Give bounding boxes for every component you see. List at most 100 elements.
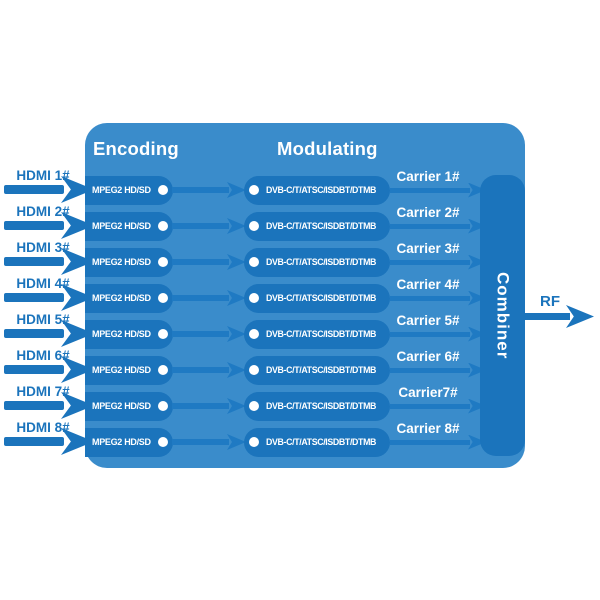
connection-dot-icon: [158, 437, 168, 447]
modulator-label: DVB-C/T/ATSC/ISDBT/DTMB: [266, 185, 377, 195]
encoder-label: MPEG2 HD/SD: [92, 437, 151, 447]
hdmi-input-arrow: [4, 221, 64, 230]
rf-output-label: RF: [540, 293, 560, 310]
connection-dot-icon: [158, 329, 168, 339]
modulator-to-combiner-arrow: [390, 403, 470, 409]
modulator-label: DVB-C/T/ATSC/ISDBT/DTMB: [266, 221, 377, 231]
encoder-block: MPEG2 HD/SD: [85, 427, 173, 457]
hdmi-input-label: HDMI 4#: [16, 276, 70, 291]
encoder-to-modulator-arrow: [172, 187, 229, 193]
hdmi-input-arrow: [4, 437, 64, 446]
modulator-to-combiner-arrow: [390, 367, 470, 373]
encoder-block: MPEG2 HD/SD: [85, 319, 173, 349]
modulator-label: DVB-C/T/ATSC/ISDBT/DTMB: [266, 365, 377, 375]
hdmi-input-label: HDMI 3#: [16, 240, 70, 255]
modulator-label: DVB-C/T/ATSC/ISDBT/DTMB: [266, 329, 377, 339]
modulating-section-title: Modulating: [277, 138, 378, 159]
modulator-block: DVB-C/T/ATSC/ISDBT/DTMB: [244, 391, 390, 421]
encoder-to-modulator-arrow: [172, 403, 229, 409]
combiner-label: Combiner: [493, 271, 513, 360]
encoder-label: MPEG2 HD/SD: [92, 401, 151, 411]
modulator-block: DVB-C/T/ATSC/ISDBT/DTMB: [244, 319, 390, 349]
connection-dot-icon: [158, 365, 168, 375]
hdmi-input-arrow: [4, 185, 64, 194]
modulator-block: DVB-C/T/ATSC/ISDBT/DTMB: [244, 283, 390, 313]
hdmi-input-label: HDMI 6#: [16, 348, 70, 363]
hdmi-input-arrow: [4, 293, 64, 302]
carrier-output-label: Carrier 8#: [396, 421, 460, 436]
connection-dot-icon: [249, 293, 259, 303]
rf-output-arrow: [524, 313, 570, 320]
modulator-label: DVB-C/T/ATSC/ISDBT/DTMB: [266, 257, 377, 267]
modulator-to-combiner-arrow: [390, 331, 470, 337]
modulator-to-combiner-arrow: [390, 439, 470, 445]
hdmi-input-label: HDMI 1#: [16, 168, 70, 183]
modulator-block: DVB-C/T/ATSC/ISDBT/DTMB: [244, 211, 390, 241]
connection-dot-icon: [158, 185, 168, 195]
connection-dot-icon: [158, 401, 168, 411]
connection-dot-icon: [158, 221, 168, 231]
encoder-block: MPEG2 HD/SD: [85, 247, 173, 277]
encoding-section-title: Encoding: [93, 138, 179, 159]
carrier-output-label: Carrier 5#: [396, 313, 460, 328]
hdmi-input-arrow: [4, 329, 64, 338]
encoder-to-modulator-arrow: [172, 295, 229, 301]
connection-dot-icon: [158, 257, 168, 267]
hdmi-input-label: HDMI 5#: [16, 312, 70, 327]
modulator-block: DVB-C/T/ATSC/ISDBT/DTMB: [244, 355, 390, 385]
modulator-to-combiner-arrow: [390, 295, 470, 301]
encoder-block: MPEG2 HD/SD: [85, 175, 173, 205]
encoder-block: MPEG2 HD/SD: [85, 283, 173, 313]
connection-dot-icon: [158, 293, 168, 303]
encoder-block: MPEG2 HD/SD: [85, 211, 173, 241]
hdmi-input-label: HDMI 2#: [16, 204, 70, 219]
hdmi-input-label: HDMI 7#: [16, 384, 70, 399]
encoder-label: MPEG2 HD/SD: [92, 257, 151, 267]
hdmi-input-arrow: [4, 257, 64, 266]
encoder-to-modulator-arrow: [172, 439, 229, 445]
modulator-to-combiner-arrow: [390, 187, 470, 193]
connection-dot-icon: [249, 221, 259, 231]
encoder-to-modulator-arrow: [172, 331, 229, 337]
hdmi-input-label: HDMI 8#: [16, 420, 70, 435]
carrier-output-label: Carrier 6#: [396, 349, 460, 364]
modulator-label: DVB-C/T/ATSC/ISDBT/DTMB: [266, 437, 377, 447]
modulator-to-combiner-arrow: [390, 259, 470, 265]
carrier-output-label: Carrier 1#: [396, 169, 460, 184]
carrier-output-label: Carrier 2#: [396, 205, 460, 220]
connection-dot-icon: [249, 185, 259, 195]
modulator-label: DVB-C/T/ATSC/ISDBT/DTMB: [266, 293, 377, 303]
encoder-label: MPEG2 HD/SD: [92, 293, 151, 303]
modulator-block: DVB-C/T/ATSC/ISDBT/DTMB: [244, 427, 390, 457]
encoder-label: MPEG2 HD/SD: [92, 221, 151, 231]
carrier-output-label: Carrier7#: [398, 385, 458, 400]
encoder-to-modulator-arrow: [172, 259, 229, 265]
encoder-to-modulator-arrow: [172, 367, 229, 373]
connection-dot-icon: [249, 437, 259, 447]
carrier-output-label: Carrier 4#: [396, 277, 460, 292]
hdmi-input-arrow: [4, 401, 64, 410]
encoder-block: MPEG2 HD/SD: [85, 355, 173, 385]
encoder-label: MPEG2 HD/SD: [92, 329, 151, 339]
encoder-to-modulator-arrow: [172, 223, 229, 229]
combiner-block: Combiner: [480, 175, 525, 456]
modulator-to-combiner-arrow: [390, 223, 470, 229]
connection-dot-icon: [249, 401, 259, 411]
connection-dot-icon: [249, 365, 259, 375]
encoder-label: MPEG2 HD/SD: [92, 185, 151, 195]
modulator-label: DVB-C/T/ATSC/ISDBT/DTMB: [266, 401, 377, 411]
encoder-block: MPEG2 HD/SD: [85, 391, 173, 421]
modulator-block: DVB-C/T/ATSC/ISDBT/DTMB: [244, 175, 390, 205]
carrier-output-label: Carrier 3#: [396, 241, 460, 256]
connection-dot-icon: [249, 329, 259, 339]
modulator-block: DVB-C/T/ATSC/ISDBT/DTMB: [244, 247, 390, 277]
connection-dot-icon: [249, 257, 259, 267]
